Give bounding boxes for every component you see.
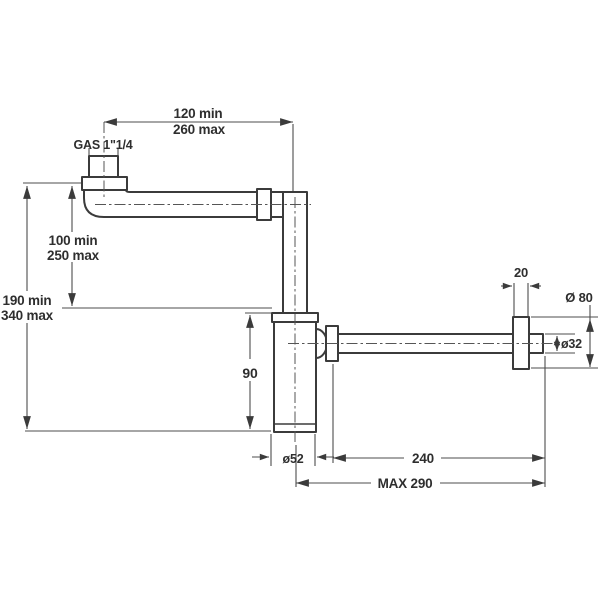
label-overall-min: 190 min: [3, 293, 52, 308]
label-rosette-thickness: 20: [514, 265, 528, 280]
dimension-lines: [23, 118, 594, 487]
centerlines: [95, 122, 556, 445]
dimension-labels: 120 min 260 max GAS 1"1/4 100 min 250 ma…: [1, 106, 593, 491]
label-body-height: 90: [242, 365, 258, 381]
label-outlet-max-reach: MAX 290: [378, 476, 433, 491]
label-inlet-drop-min: 100 min: [49, 233, 98, 248]
label-thread: GAS 1"1/4: [73, 138, 132, 152]
label-inlet-drop-max: 250 max: [47, 248, 100, 263]
label-outlet-length: 240: [412, 451, 434, 466]
label-top-span-min: 120 min: [174, 106, 223, 121]
extension-lines: [23, 124, 598, 487]
label-overall-max: 340 max: [1, 308, 54, 323]
pipework: [81, 155, 544, 433]
label-rosette-diameter: Ø 80: [565, 290, 592, 305]
label-pipe-diameter: ø32: [561, 337, 582, 351]
inlet-elbow-and-horizontal-pipe: [83, 189, 286, 218]
label-top-span-max: 260 max: [173, 122, 226, 137]
label-body-diameter: ø52: [283, 452, 304, 466]
